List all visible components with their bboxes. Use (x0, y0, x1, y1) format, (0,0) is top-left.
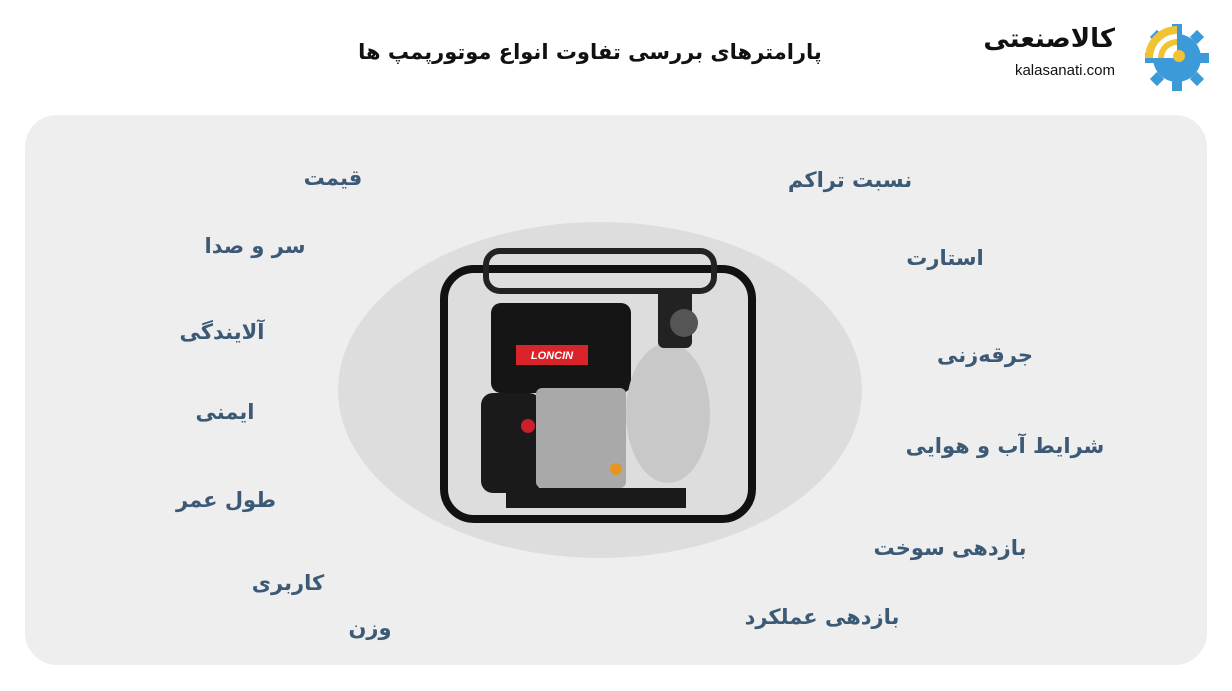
label-fuel-efficiency: بازدهی سوخت (873, 536, 1027, 560)
page-title: پارامترهای بررسی تفاوت انواع موتورپمپ ها (358, 40, 822, 64)
label-pollution: آلایندگی (179, 320, 265, 344)
label-usage: کاربری (251, 571, 325, 595)
logo-name: کالاصنعتی (983, 24, 1115, 54)
label-safety: ایمنی (195, 400, 255, 424)
motor-pump-image: LONCIN (440, 248, 756, 523)
logo-domain: kalasanati.com (1014, 62, 1115, 79)
label-compression-ratio: نسبت تراکم (787, 168, 913, 192)
label-lifespan: طول عمر (176, 488, 276, 512)
label-ignition: جرقه‌زنی (937, 343, 1033, 367)
label-start: استارت (906, 246, 984, 270)
label-noise: سر و صدا (204, 234, 306, 258)
brand-badge (516, 345, 588, 365)
label-weather-conditions: شرایط آب و هوایی (905, 434, 1105, 458)
label-price: قیمت (303, 166, 363, 190)
label-performance-efficiency: بازدهی عملکرد (744, 605, 900, 629)
brand-name: LONCIN (531, 350, 574, 362)
label-weight: وزن (348, 616, 392, 640)
logo[interactable]: کالاصنعتی kalasanati.com (983, 18, 1215, 93)
gear-signal-icon (1145, 24, 1209, 91)
